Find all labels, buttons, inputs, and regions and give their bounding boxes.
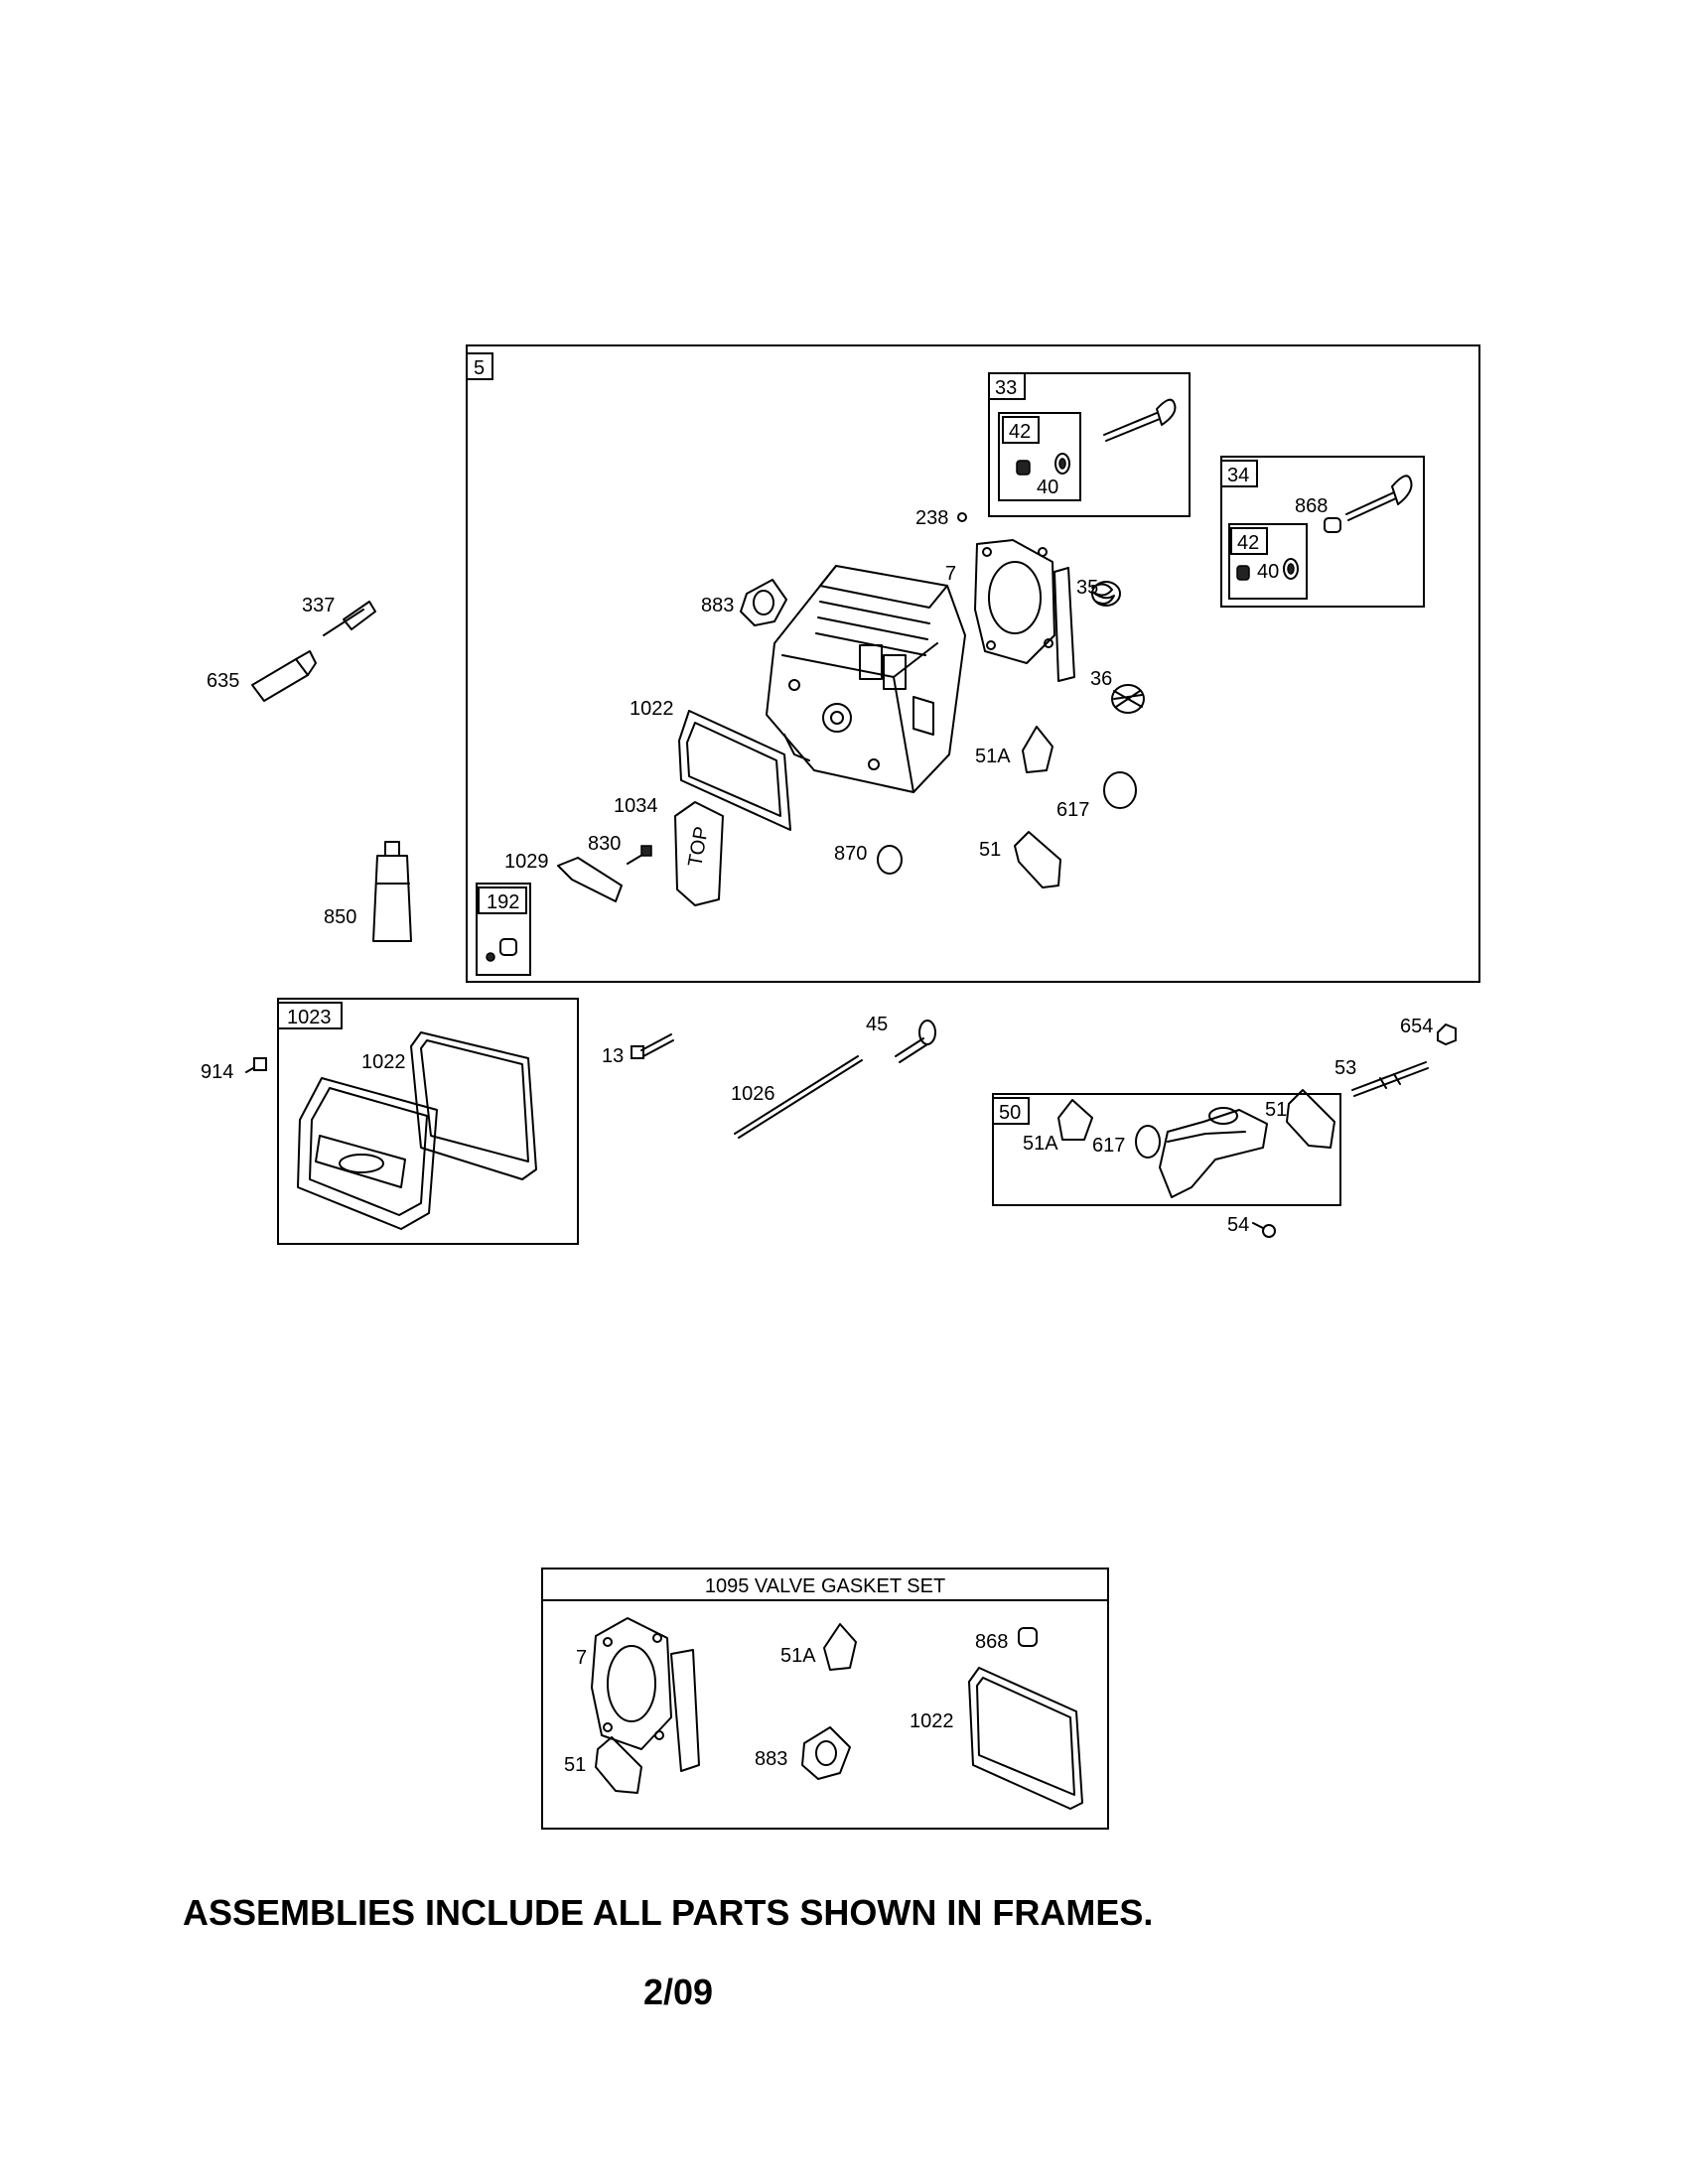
- callout-51c: 51: [564, 1754, 586, 1776]
- push-rod-part-1026: [734, 1055, 863, 1139]
- callout-51Ac: 51A: [780, 1645, 816, 1667]
- callout-1022a: 1022: [630, 698, 674, 720]
- frame-rocker-cover: 1023 1022: [277, 998, 579, 1245]
- frame-label-50: 50: [999, 1102, 1021, 1124]
- frame-cylinder-head: 5: [466, 344, 1480, 983]
- callout-883b: 883: [755, 1748, 787, 1770]
- guide-part-1029: [557, 857, 623, 902]
- nut-part-654: [1437, 1023, 1457, 1046]
- callout-40a: 40: [1037, 477, 1058, 498]
- gasket-part-51b: [1286, 1089, 1335, 1149]
- cover-gasket-part-1022a: [678, 710, 791, 831]
- head-gasket-part-7b: [591, 1617, 700, 1772]
- callout-36: 36: [1090, 668, 1112, 690]
- cover-gasket-part-1022c: [968, 1667, 1083, 1810]
- gasket-part-51c: [595, 1736, 642, 1794]
- callout-654: 654: [1400, 1016, 1433, 1037]
- gasket-part-883: [740, 579, 787, 626]
- gasket-part-51a: [1014, 831, 1061, 888]
- screw-part-54: [1252, 1222, 1276, 1238]
- o-ring-part-617b: [1135, 1125, 1161, 1159]
- frame-intake-manifold: 50 51A 617 51: [992, 1089, 1341, 1206]
- callout-54: 54: [1227, 1214, 1249, 1236]
- callout-238: 238: [915, 507, 948, 529]
- frame-label-1023: 1023: [287, 1007, 332, 1028]
- callout-914: 914: [201, 1061, 233, 1083]
- callout-1026: 1026: [731, 1083, 775, 1105]
- callout-1022b: 1022: [361, 1051, 406, 1073]
- callout-13: 13: [602, 1045, 624, 1067]
- frame-label-5: 5: [474, 357, 485, 379]
- cover-gasket-part-1022b: [410, 1031, 537, 1180]
- keeper-part-b: [1236, 558, 1299, 581]
- callout-7a: 7: [945, 563, 956, 585]
- rocker-shaft-part-45: [895, 1020, 936, 1063]
- seal-part-870: [877, 845, 903, 875]
- callout-45: 45: [866, 1014, 888, 1035]
- seal-part-868b: [1018, 1627, 1038, 1647]
- callout-1034: 1034: [614, 795, 658, 817]
- footer-date: 2/09: [643, 1972, 714, 2012]
- callout-617b: 617: [1092, 1135, 1125, 1157]
- spring-part-36: [1111, 684, 1145, 714]
- intake-manifold-part: [1159, 1107, 1268, 1198]
- callout-830: 830: [588, 833, 621, 855]
- callout-635: 635: [207, 670, 239, 692]
- keeper-part-a: [1016, 453, 1070, 476]
- frame-label-42a: 42: [1009, 421, 1031, 443]
- callout-40b: 40: [1257, 561, 1279, 583]
- frame-label-33: 33: [995, 377, 1017, 399]
- callout-337: 337: [302, 595, 335, 616]
- callout-1022c: 1022: [910, 1710, 954, 1732]
- stud-part-830: [627, 845, 652, 865]
- sealant-tube-part-850: [372, 841, 412, 942]
- screw-part-914: [245, 1057, 267, 1073]
- spring-part-35: [1091, 581, 1121, 607]
- gasket-part-883b: [801, 1726, 851, 1780]
- callout-1029: 1029: [504, 851, 549, 873]
- callout-868b: 868: [975, 1631, 1008, 1653]
- rocker-cover-part: [297, 1077, 438, 1230]
- callout-51b: 51: [1265, 1099, 1287, 1121]
- callout-51Ab: 51A: [1023, 1133, 1058, 1155]
- gasket-part-51Aa: [1022, 726, 1053, 773]
- cylinder-head-part: [766, 565, 966, 793]
- callout-870: 870: [834, 843, 867, 865]
- callout-51a: 51: [979, 839, 1001, 861]
- head-gasket-part-7: [974, 539, 1075, 682]
- boot-part-635: [251, 650, 317, 702]
- frame-exhaust-valve: 33 42 40: [988, 372, 1191, 517]
- kit-valve-gasket-set: 1095 VALVE GASKET SET 7 51 51A 883 868 1…: [541, 1568, 1109, 1830]
- rocker-plate-part-1034: TOP: [674, 801, 724, 906]
- bolt-part-13: [631, 1033, 674, 1059]
- frame-stud-kit: 192: [476, 883, 531, 976]
- gasket-part-51Ab: [1057, 1099, 1093, 1141]
- intake-valve-part: [1324, 475, 1413, 533]
- callout-850: 850: [324, 906, 356, 928]
- gasket-part-51Ac: [823, 1623, 857, 1671]
- callout-53: 53: [1334, 1057, 1356, 1079]
- exhaust-valve-part: [1103, 398, 1177, 442]
- callout-7b: 7: [576, 1647, 587, 1669]
- kit-title: 1095 VALVE GASKET SET: [705, 1575, 945, 1597]
- frame-label-42b: 42: [1237, 532, 1259, 554]
- callout-868a: 868: [1295, 495, 1328, 517]
- pin-part-238: [957, 512, 967, 522]
- stamp-top: TOP: [684, 825, 713, 869]
- stud-part-192: [486, 938, 517, 962]
- stud-part-53: [1351, 1061, 1429, 1097]
- frame-label-34: 34: [1227, 465, 1249, 486]
- frame-label-192: 192: [487, 891, 519, 913]
- footer-note: ASSEMBLIES INCLUDE ALL PARTS SHOWN IN FR…: [183, 1892, 1154, 1933]
- callout-883a: 883: [701, 595, 734, 616]
- spark-plug-part-337: [323, 601, 376, 636]
- callout-617a: 617: [1056, 799, 1089, 821]
- frame-intake-valve: 34 42 868 40: [1220, 456, 1425, 608]
- callout-51Aa: 51A: [975, 746, 1011, 767]
- o-ring-part-617a: [1103, 771, 1137, 809]
